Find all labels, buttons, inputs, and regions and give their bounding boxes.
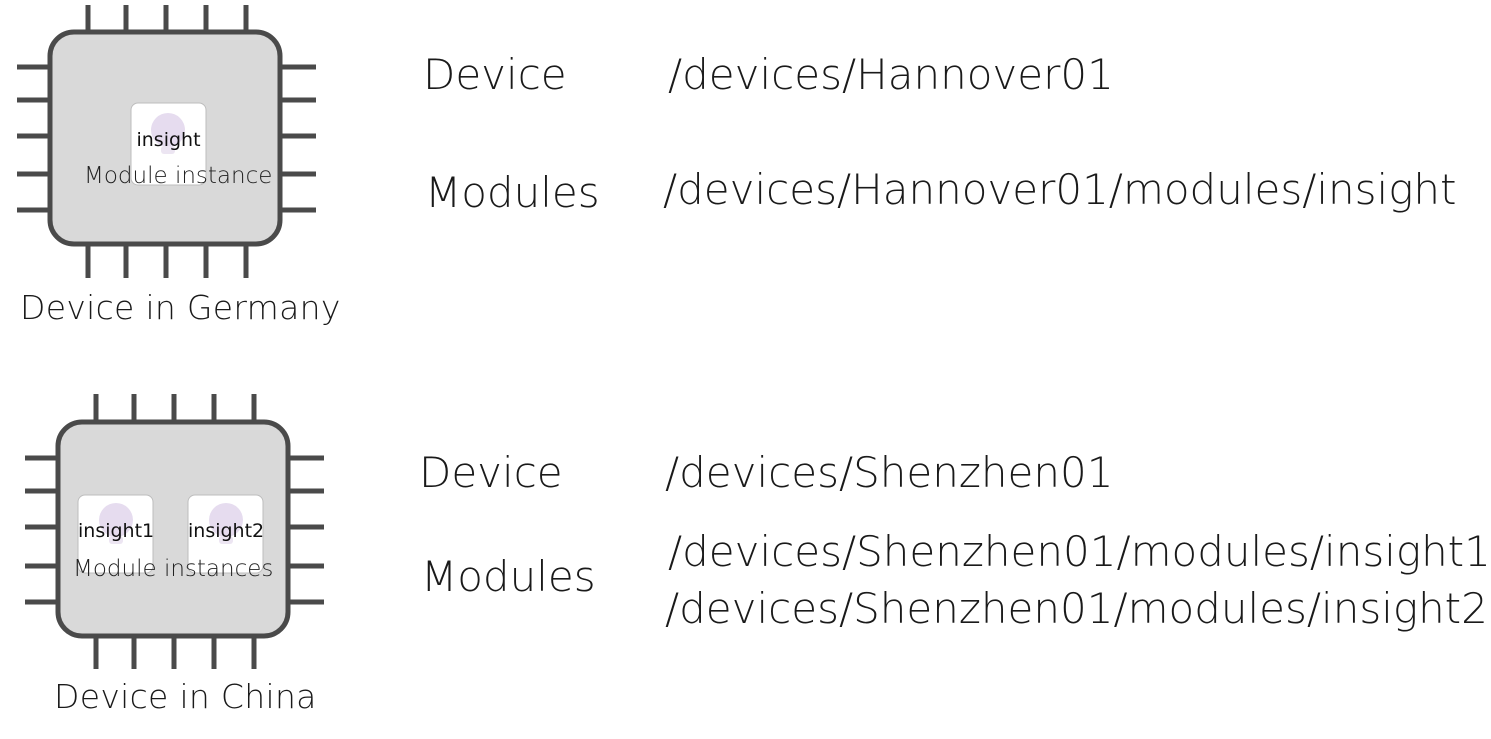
device-caption-china: Device in China [54, 677, 317, 716]
path-module-germany-insight: /devices/Hannover01/modules/insight [663, 165, 1457, 214]
path-module-china-insight2: /devices/Shenzhen01/modules/insight2 [665, 584, 1488, 633]
device-caption-germany: Device in Germany [20, 288, 341, 327]
module-name-insight2: insight2 [188, 520, 265, 542]
module-name-insight1: insight1 [78, 520, 155, 542]
label-modules-china: Modules [421, 552, 596, 601]
module-caption-germany: Module instance [84, 163, 273, 189]
path-device-china: /devices/Shenzhen01 [665, 448, 1114, 497]
module-card-insight2 [187, 494, 264, 574]
label-modules-germany: Modules [425, 168, 600, 217]
module-caption-china: Module instances [73, 556, 274, 582]
module-card-insight1 [77, 494, 154, 574]
chip-china [25, 394, 324, 669]
path-device-germany: /devices/Hannover01 [668, 50, 1114, 99]
label-device-germany: Device [423, 50, 567, 99]
label-device-china: Device [419, 448, 563, 497]
module-name-insight: insight [136, 129, 201, 151]
path-module-china-insight1: /devices/Shenzhen01/modules/insight1 [668, 527, 1491, 576]
module-card-insight [130, 102, 207, 186]
